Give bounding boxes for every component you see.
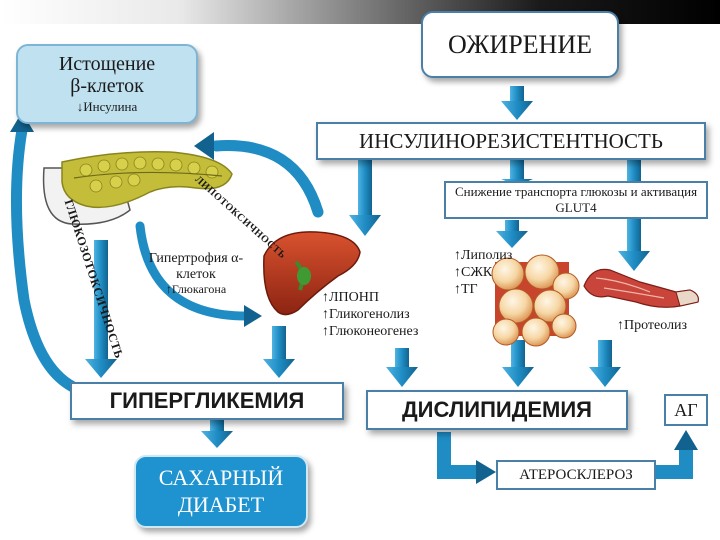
fat-effect-item: ↑Липолиз: [454, 248, 513, 263]
glucagon-increase-note: ↑Глюкагона: [165, 282, 227, 297]
adipose-tissue-icon: [491, 254, 580, 347]
liver-effect-item: ↑Гликогенолиз: [322, 306, 410, 322]
alpha-hypertrophy-title: Гипертрофия α-клеток: [148, 251, 244, 283]
atherosclerosis-label: АТЕРОСКЛЕРОЗ: [519, 466, 633, 483]
arrow-liver-to-dyslipidemia: [386, 348, 418, 387]
insulin-resistance-label: ИНСУЛИНОРЕЗИСТЕНТНОСТЬ: [359, 128, 663, 153]
beta-cell-depletion-title: Истощение β-клеток: [58, 53, 156, 97]
glucotoxicity-arrow: [10, 112, 92, 398]
obesity-box: ОЖИРЕНИЕ: [421, 11, 619, 78]
ag-box: АГ: [664, 394, 708, 426]
beta-cell-depletion-box: Истощение β-клеток ↓Инсулина: [16, 44, 198, 124]
atherosclerosis-box: АТЕРОСКЛЕРОЗ: [496, 460, 656, 490]
alpha-to-liver-curve: [135, 221, 262, 327]
alpha-hypertrophy-label: Гипертрофия α-клеток ↑Глюкагона: [144, 251, 248, 297]
insulin-resistance-box: ИНСУЛИНОРЕЗИСТЕНТНОСТЬ: [316, 122, 706, 160]
fat-effects-list: ↑Липолиз ↑СЖК ↑ТГ: [454, 248, 512, 298]
arrow-fat-to-dyslipidemia: [502, 340, 534, 387]
muscle-effect-label: ↑Протеолиз: [617, 318, 688, 333]
ag-label: АГ: [674, 399, 698, 420]
hyperglycemia-label: ГИПЕРГЛИКЕМИЯ: [109, 388, 305, 413]
lipotoxicity-arrow: [194, 132, 324, 218]
liver-effect-item: ↑ЛПОНП: [322, 290, 379, 305]
arrow-muscle-to-dyslipidemia: [589, 340, 621, 387]
arrow-dyslipidemia-to-atherosclerosis: [437, 432, 496, 484]
dyslipidemia-box: ДИСЛИПИДЕМИЯ: [366, 390, 628, 430]
muscle-icon: [583, 268, 699, 308]
hyperglycemia-box: ГИПЕРГЛИКЕМИЯ: [70, 382, 344, 420]
diabetes-label: САХАРНЫЙ ДИАБЕТ: [158, 465, 284, 517]
glucose-transport-box: Снижение транспорта глюкозы и активация …: [444, 181, 708, 219]
pancreas-icon: [42, 150, 233, 225]
glucose-transport-label: Снижение транспорта глюкозы и активация …: [454, 184, 698, 215]
arrow-transport-to-fat: [496, 220, 528, 248]
arrow-atherosclerosis-to-ag: [656, 430, 698, 479]
fat-effect-item: ↑ТГ: [454, 281, 478, 297]
diabetes-box: САХАРНЫЙ ДИАБЕТ: [134, 455, 308, 528]
arrow-obesity-to-ir: [501, 86, 533, 120]
liver-effect-item: ↑Глюконеогенез: [322, 323, 419, 339]
liver-icon: [263, 231, 361, 316]
arrow-ir-to-liver: [349, 160, 381, 236]
arrow-pancreas-to-hyperglycemia: [85, 240, 117, 378]
insulin-decrease-note: ↓Инсулина: [76, 99, 138, 114]
arrow-liver-to-hyperglycemia: [263, 326, 295, 378]
fat-effect-item: ↑СЖК: [454, 264, 493, 280]
obesity-label: ОЖИРЕНИЕ: [448, 29, 592, 59]
dyslipidemia-label: ДИСЛИПИДЕМИЯ: [402, 397, 592, 422]
arrow-hyperglycemia-to-diabetes: [201, 420, 233, 448]
liver-effects-list: ↑ЛПОНП ↑Гликогенолиз ↑Глюконеогенез: [322, 290, 418, 340]
